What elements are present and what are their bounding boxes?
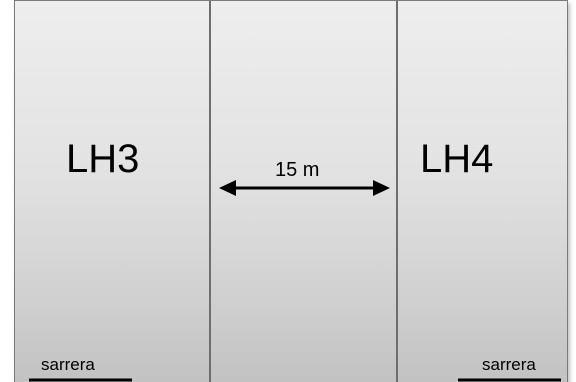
room-lh4-label: LH4	[420, 137, 494, 181]
wall-left-divider	[209, 1, 211, 382]
distance-label: 15 m	[275, 159, 320, 181]
room-lh3-label: LH3	[66, 137, 140, 181]
door-left-label: sarrera	[41, 355, 95, 374]
arrowhead-right-icon	[373, 180, 390, 196]
wall-right-divider	[396, 1, 398, 382]
room-layout-frame	[14, 0, 568, 382]
arrowhead-left-icon	[219, 180, 236, 196]
door-right-label: sarrera	[482, 355, 536, 374]
